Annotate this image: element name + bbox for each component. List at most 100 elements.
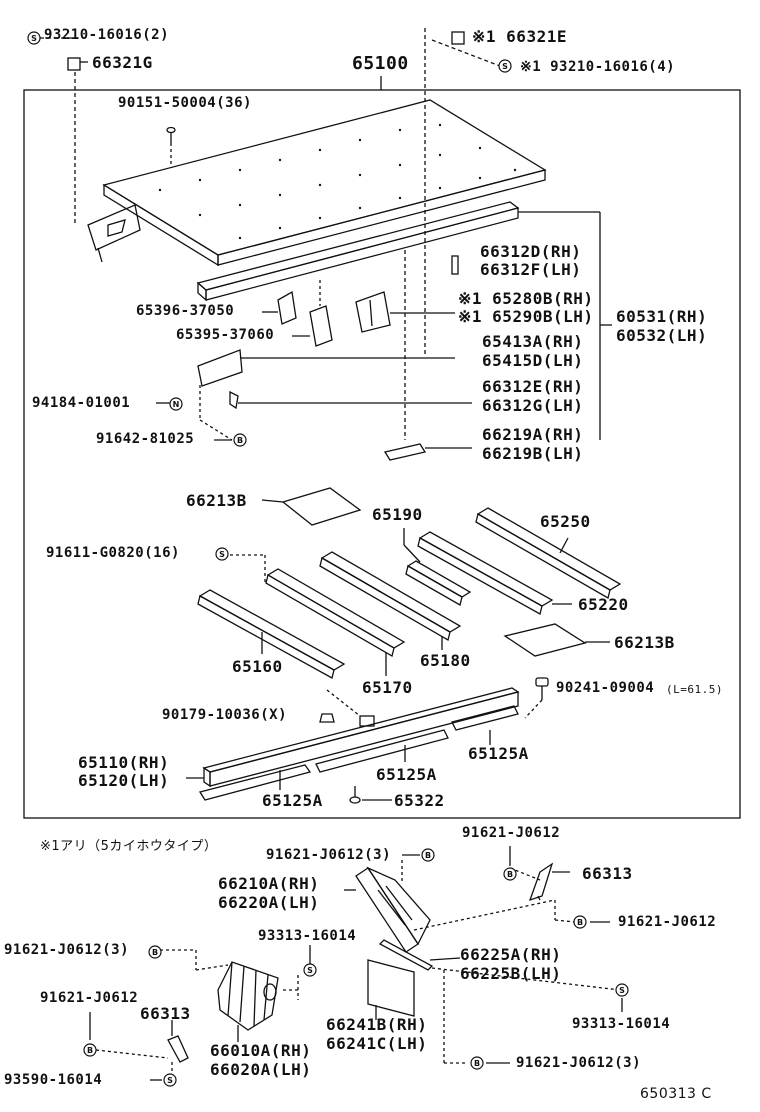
member-65170 [265,568,406,676]
part-label: 91621-J0612 [462,825,561,841]
block-66321G [67,57,81,71]
part-label: 65220 [578,595,629,614]
symbol-b [421,848,435,862]
part-label: 66313 [582,864,633,883]
part-label: ※1 66321E [472,27,567,46]
symbol-s [215,547,229,561]
part-label: 90179-10036(X) [162,707,288,723]
part-label: 66020A(LH) [210,1060,312,1079]
part-label: 65396-37050 [136,303,235,319]
part-label: 66220A(LH) [218,893,320,912]
part-label: 66219A(RH) [482,425,584,444]
screw-90151 [166,126,176,143]
part-label: 91621-J0612(3) [516,1055,642,1071]
part-label: 66312G(LH) [482,396,584,415]
part-label: 65110(RH) [78,753,170,772]
strip-66219A [383,443,427,461]
bolt-65322 [349,786,361,804]
symbol-n [169,397,183,411]
symbol-s [27,31,41,45]
pin-66312E [229,390,472,410]
part-label: 65190 [372,505,423,524]
part-label: 65125A [262,791,323,810]
symbol-b [83,1043,97,1057]
svg-text:S: S [619,986,625,995]
part-label: 66225B(LH) [460,964,562,983]
part-label: ※1 65280B(RH) [458,289,594,308]
part-label: 66010A(RH) [210,1041,312,1060]
svg-text:S: S [502,62,508,71]
part-label: 91621-J0612 [618,914,717,930]
part-label: 66313 [140,1004,191,1023]
part-label: 66241B(RH) [326,1015,428,1034]
part-label: 65125A [468,744,529,763]
mat-66213B-lower [503,623,587,657]
member-65160 [197,589,346,679]
svg-text:S: S [219,550,225,559]
part-label: 65125A [376,765,437,784]
svg-text:B: B [577,918,583,927]
member-65180 [319,551,462,650]
member-65220 [417,531,572,615]
part-label: 65120(LH) [78,771,170,790]
part-label: 65250 [540,512,591,531]
part-label: 60531(RH) [616,307,708,326]
part-label: 60532(LH) [616,326,708,345]
plate-66241B [367,959,415,1017]
part-label-main: 65100 [352,53,409,74]
svg-text:S: S [31,34,37,43]
part-label: 65170 [362,678,413,697]
bracket-65413A [197,349,243,387]
hinge-66210A [355,866,431,953]
part-label: 91621-J0612(3) [4,942,130,958]
svg-text:B: B [152,948,158,957]
symbol-s [498,59,512,73]
part-label: 65322 [394,791,445,810]
part-label: 66321G [92,53,153,72]
part-label: 90151-50004(36) [118,95,252,111]
strip-65125A-right [451,705,519,731]
part-label: 65413A(RH) [482,332,584,351]
part-label: 93313-16014 [572,1016,671,1032]
bolt-90241 [535,677,549,700]
rail-60531 [196,201,520,302]
symbol-b [573,915,587,929]
part-label: 93313-16014 [258,928,357,944]
part-label: 91621-J0612(3) [266,847,392,863]
member-65250 [475,507,622,599]
part-label: 65180 [420,651,471,670]
part-label: 66312F(LH) [480,260,582,279]
part-label: 66219B(LH) [482,444,584,463]
svg-text:B: B [507,870,513,879]
symbol-b [148,945,162,959]
floor-panel-65100 [102,99,547,267]
symbol-s [615,983,629,997]
part-label: 66312E(RH) [482,377,584,396]
part-label: 93590-16014 [4,1072,103,1088]
part-label: 93210-16016(2) [44,27,170,43]
part-label: 66210A(RH) [218,874,320,893]
assembly-66010A [217,961,279,1031]
svg-text:S: S [307,966,313,975]
bracket-left [87,204,141,263]
symbol-b [503,867,517,881]
symbol-s [163,1073,177,1087]
bracket-65396 [277,290,297,325]
svg-text:B: B [237,436,243,445]
part-label: 65415D(LH) [482,351,584,370]
bracket-65395 [309,305,333,347]
block-66321E [451,31,465,45]
part-label: 66213B [614,633,675,652]
part-label: 65395-37060 [176,327,275,343]
svg-text:S: S [167,1076,173,1085]
diagram-code: 650313 C [640,1086,712,1102]
part-label: 66225A(RH) [460,945,562,964]
bracket-66313-left [167,1035,189,1063]
strip-65125A-left [198,764,312,801]
bracket-65280B [355,291,455,333]
side-rail-65110 [202,687,520,788]
part-label: 65160 [232,657,283,676]
strip-66225A [378,939,434,971]
part-label: 91611-G0820(16) [46,545,180,561]
